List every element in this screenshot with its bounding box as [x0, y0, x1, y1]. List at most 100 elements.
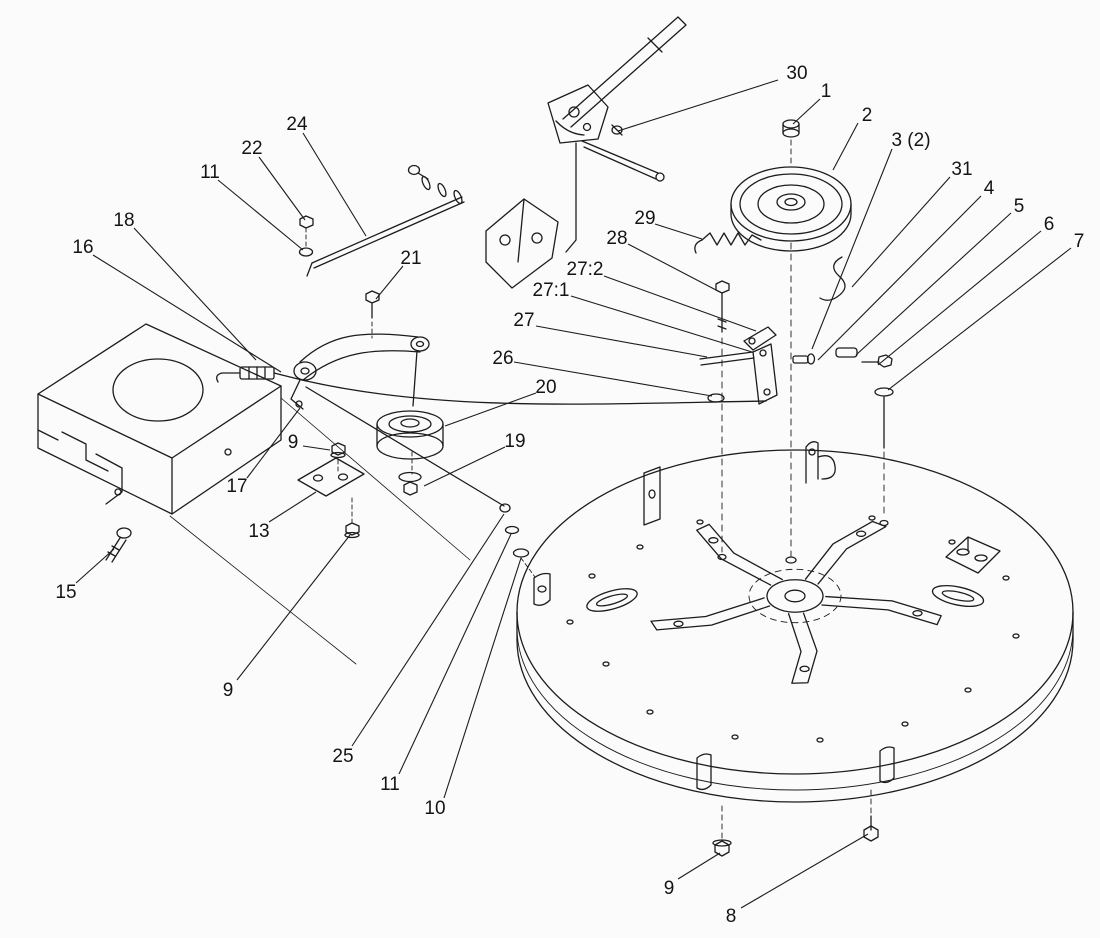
callout-label: 8: [726, 906, 737, 927]
callout-10-30: 10: [424, 557, 522, 819]
idler-arm: [290, 290, 430, 410]
leader-line: [513, 361, 713, 397]
callout-30-0: 30: [617, 63, 808, 132]
callout-label: 10: [424, 798, 445, 819]
callout-label: 27:1: [533, 280, 570, 301]
callout-7-8: 7: [887, 231, 1085, 391]
callout-28-16: 28: [606, 228, 717, 291]
leader-line: [398, 533, 512, 775]
callout-31-4: 31: [851, 159, 973, 288]
callout-label: 21: [400, 248, 421, 269]
leader-line: [877, 230, 1042, 366]
callout-label: 28: [606, 228, 627, 249]
callout-label: 17: [226, 476, 247, 497]
callout-label: 6: [1044, 214, 1055, 235]
callout-label: 5: [1014, 196, 1025, 217]
rim-tabs: [696, 746, 895, 791]
deck-lift-latch: [805, 441, 836, 484]
leader-line: [570, 295, 753, 353]
deck-nut-below: [712, 805, 732, 857]
leader-line: [351, 513, 505, 747]
callout-label: 15: [55, 582, 76, 603]
callout-29-15: 29: [634, 208, 703, 240]
callout-label: 22: [241, 138, 262, 159]
leader-line: [855, 212, 1012, 356]
callout-27:1-18: 27:1: [533, 280, 753, 353]
leader-line: [603, 275, 757, 332]
flange-nut-top: [330, 442, 346, 473]
callout-label: 9: [664, 878, 675, 899]
leader-line: [740, 833, 869, 909]
callout-label: 9: [223, 680, 234, 701]
deck-baffle: [643, 466, 661, 526]
leader-line: [832, 122, 859, 171]
callout-label: 31: [951, 159, 972, 180]
callout-label: 16: [72, 237, 93, 258]
callout-label: 11: [380, 774, 400, 795]
callout-label: 1: [821, 81, 832, 102]
leader-line: [133, 227, 257, 361]
leader-line: [535, 325, 708, 358]
leader-line: [423, 446, 506, 487]
leader-line: [792, 98, 821, 125]
callout-6-7: 6: [877, 214, 1055, 366]
callout-label: 29: [634, 208, 655, 229]
callout-9-27: 9: [223, 534, 351, 701]
deck-bolt-below: [863, 789, 879, 842]
mower-deck: [516, 449, 1074, 803]
callout-17-24: 17: [226, 407, 301, 497]
callout-5-6: 5: [855, 196, 1025, 356]
callout-label: 26: [492, 348, 513, 369]
deck-bracket-right: [945, 536, 1001, 574]
callout-26-20: 26: [492, 348, 713, 397]
belt-guide-hook: [819, 256, 846, 301]
callout-label: 19: [504, 431, 525, 452]
leader-line: [92, 254, 282, 373]
deck-slots: [586, 585, 985, 612]
lift-cable: [301, 379, 767, 507]
callout-label: 11: [200, 162, 220, 183]
callout-11-11: 11: [200, 162, 304, 251]
leader-line: [627, 243, 717, 291]
spindle-pulley-assembly: [730, 119, 852, 557]
callout-21-14: 21: [375, 248, 422, 300]
callout-16-13: 16: [72, 237, 282, 373]
spring-coupler: [216, 366, 303, 383]
leader-line: [258, 156, 306, 221]
leader-line: [444, 392, 537, 427]
callout-label: 2: [862, 105, 873, 126]
leader-line: [887, 247, 1072, 391]
callout-9-31: 9: [664, 852, 721, 899]
leader-line: [375, 265, 404, 300]
callout-label: 20: [535, 377, 556, 398]
callout-15-26: 15: [55, 548, 115, 603]
leader-line: [268, 491, 317, 523]
caster-washer-stack: [499, 503, 551, 606]
callout-label: 7: [1074, 231, 1085, 252]
callout-13-25: 13: [248, 491, 317, 542]
callout-20-21: 20: [444, 377, 557, 427]
callout-27:2-17: 27:2: [567, 259, 757, 332]
lift-rod: [298, 164, 465, 277]
leader-line: [811, 148, 893, 350]
callout-27-19: 27: [513, 310, 708, 358]
leader-line: [246, 407, 301, 479]
callout-label: 18: [113, 210, 134, 231]
drawing-root: [37, 16, 1074, 857]
deck-bolt-holes: [566, 515, 1020, 743]
leader-line: [851, 176, 951, 288]
hanger-bracket: [485, 198, 559, 289]
tension-spring: [694, 232, 762, 254]
carriage-bolt: [105, 527, 132, 563]
engagement-lever: [547, 16, 687, 253]
callout-11-29: 11: [380, 533, 512, 795]
callout-label: 27: [513, 310, 534, 331]
callout-label: 30: [786, 63, 807, 84]
idler-bracket: [297, 457, 365, 497]
callout-label: 25: [332, 746, 353, 767]
callout-label: 4: [984, 178, 995, 199]
callout-22-10: 22: [241, 138, 306, 221]
callout-25-28: 25: [332, 513, 505, 767]
